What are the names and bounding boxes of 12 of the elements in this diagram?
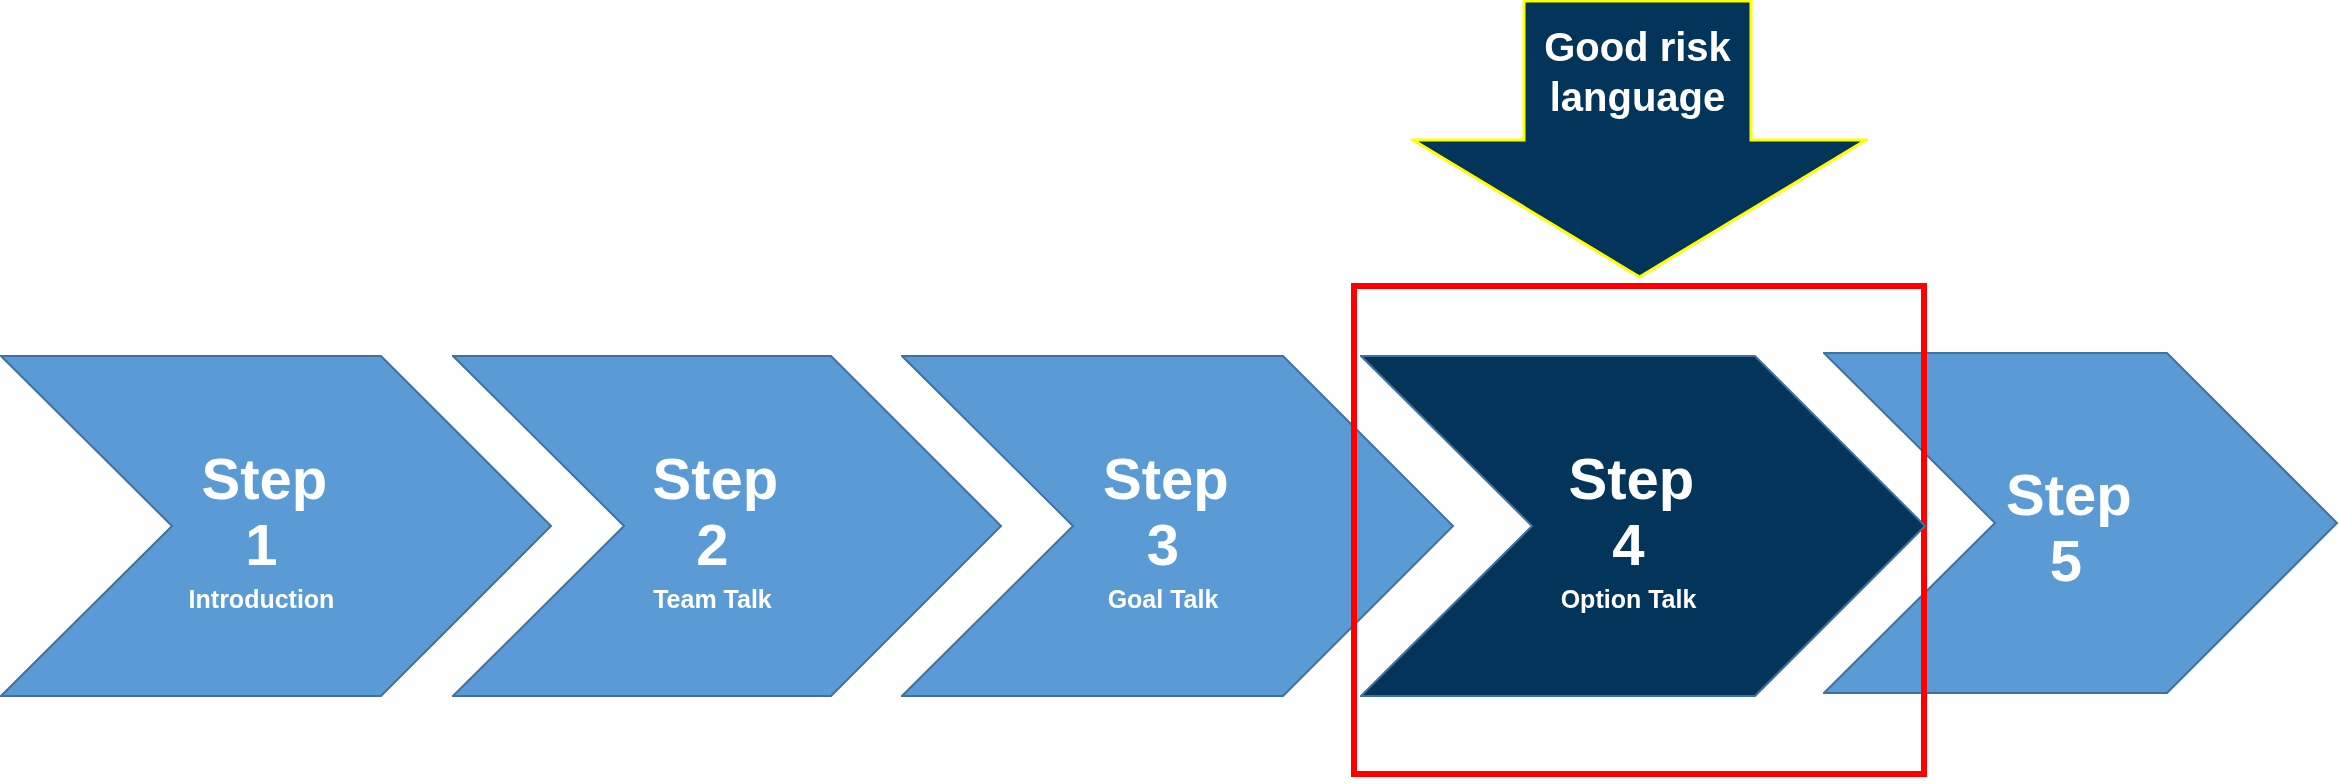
arrow-label: Good risk language — [1543, 24, 1732, 121]
chevron-shape — [1823, 352, 2339, 694]
step-title: Option Talk — [1560, 584, 1697, 615]
step-title: Introduction — [188, 584, 335, 615]
block-arrow — [1411, 0, 1868, 280]
chevron-shape — [0, 355, 553, 697]
step-title: Team Talk — [653, 584, 772, 615]
chevron-shape — [452, 355, 1003, 697]
step-title: Goal Talk — [1107, 584, 1219, 615]
chevron-shape — [1360, 355, 1927, 697]
highlight-frame — [1351, 283, 1927, 777]
chevron-shape — [901, 355, 1455, 697]
